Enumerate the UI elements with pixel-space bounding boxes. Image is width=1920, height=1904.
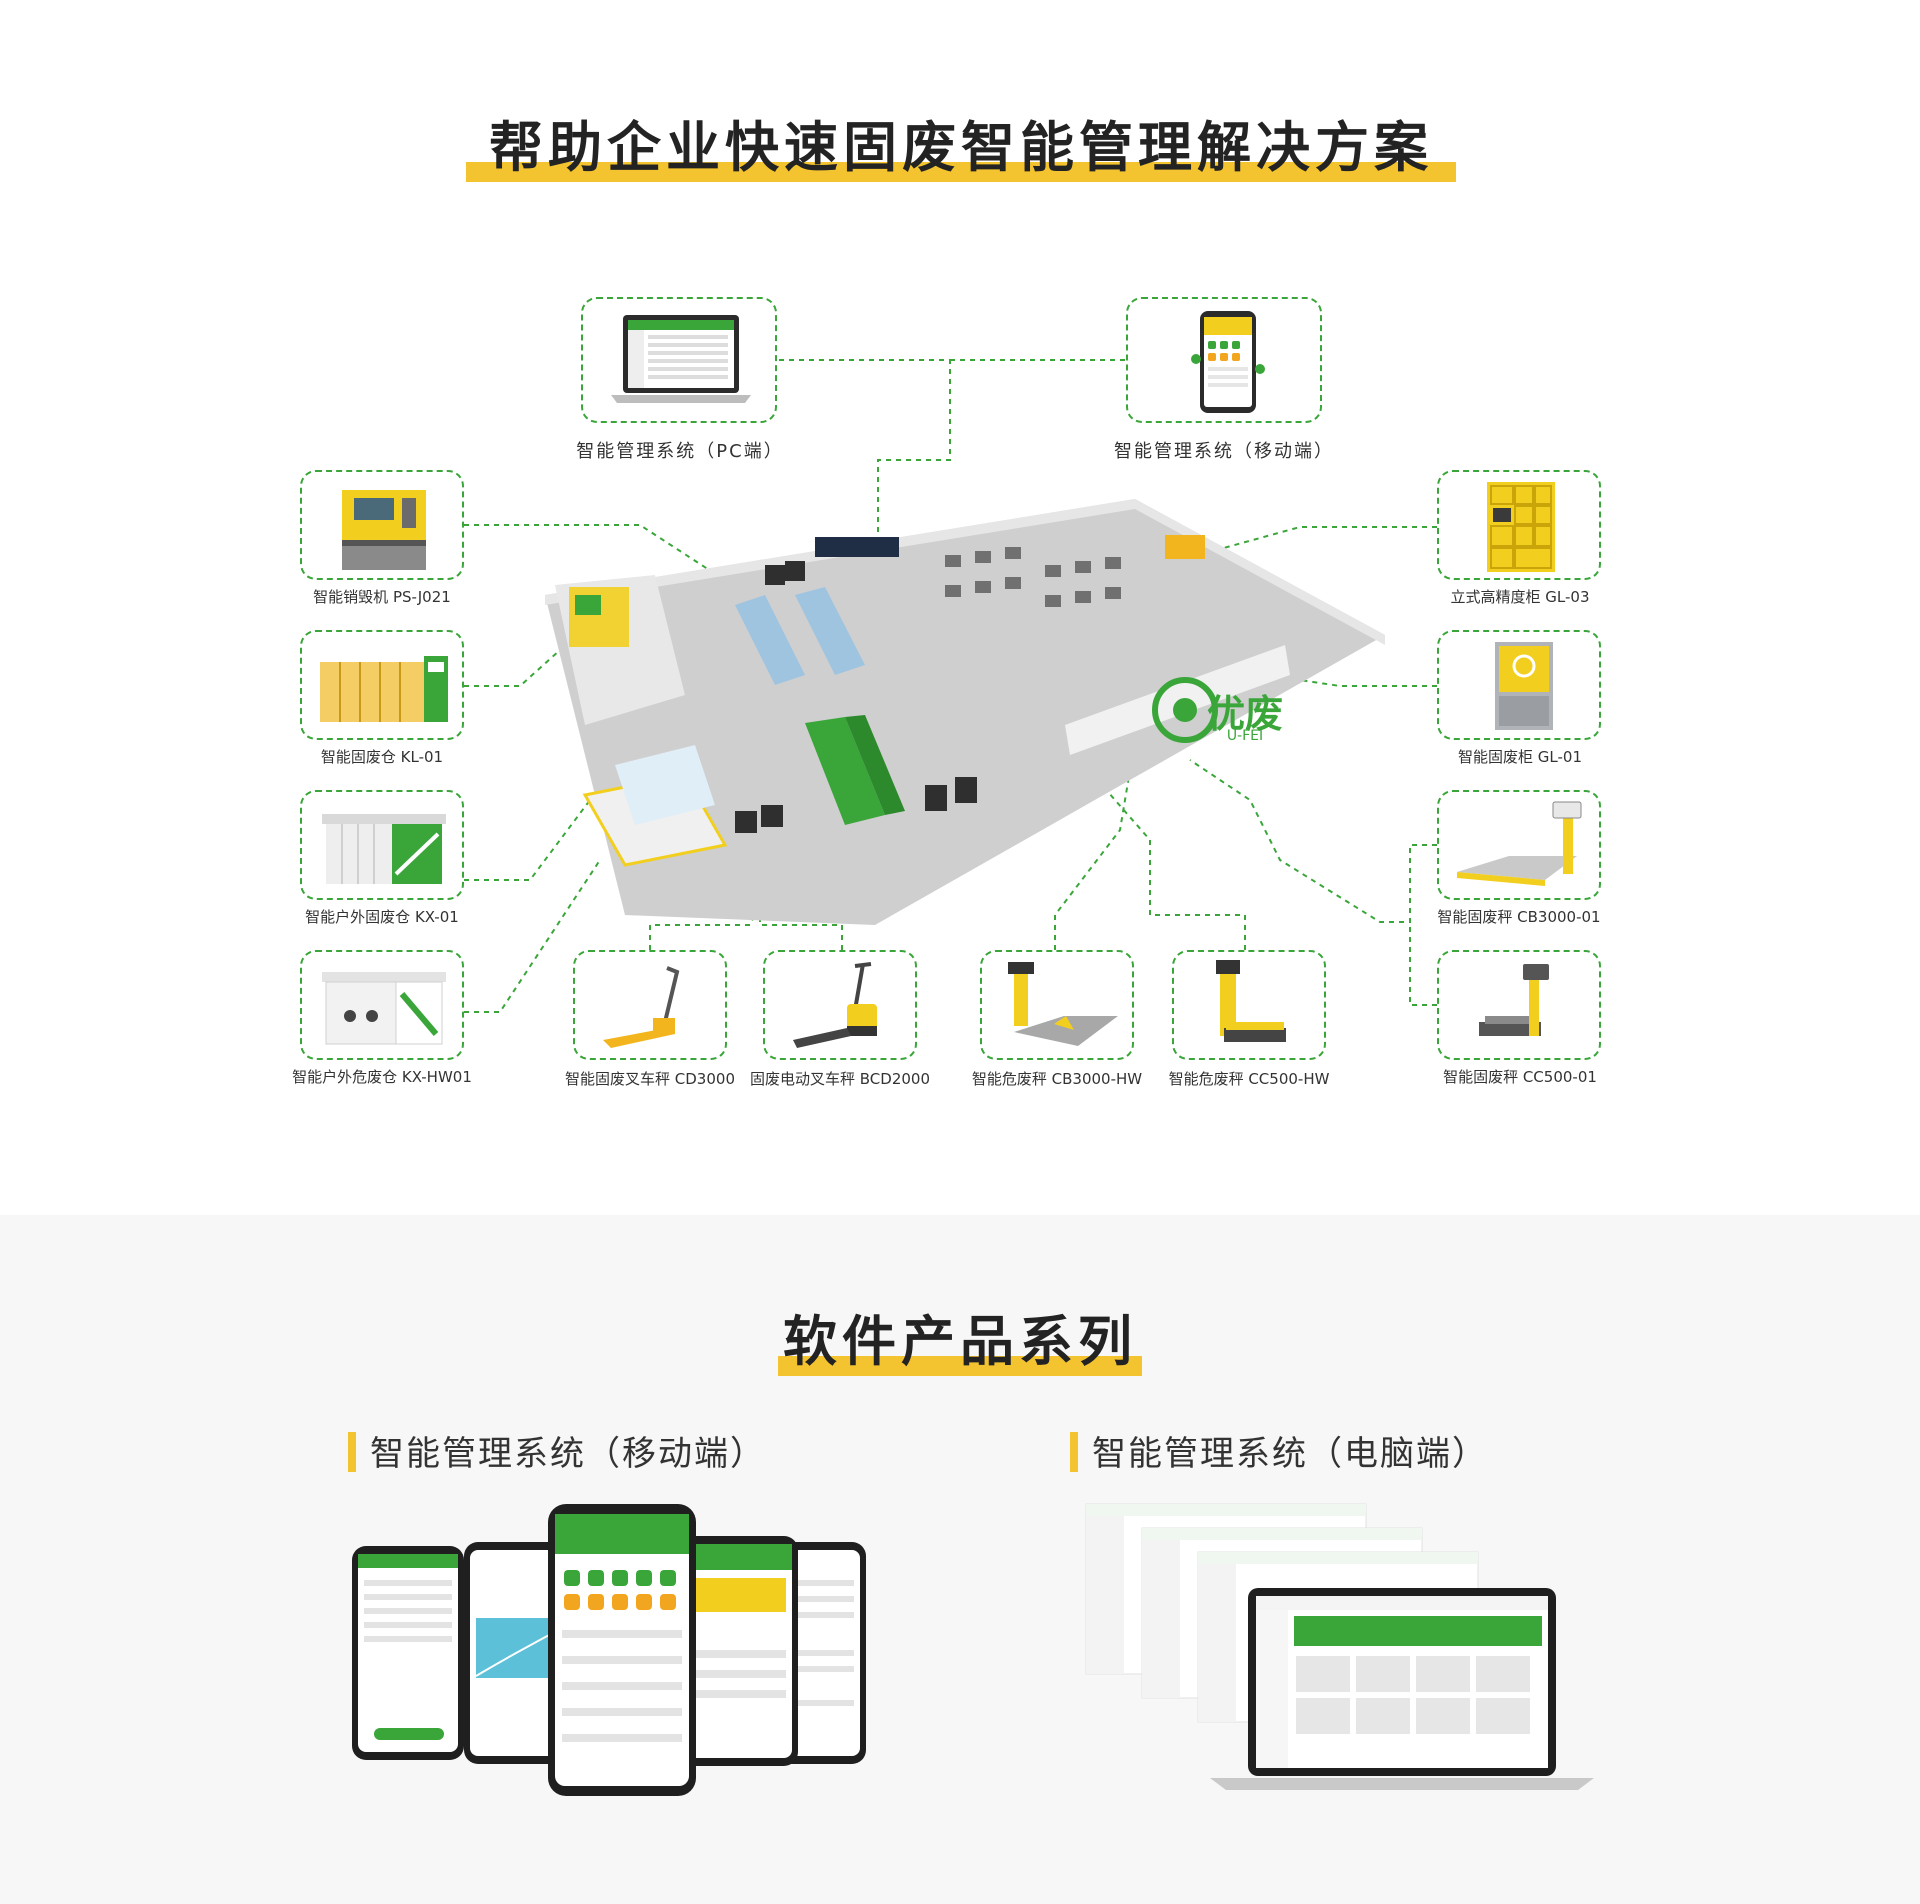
device-card-cb300001[interactable] [1437,790,1601,900]
device-label-cb300001: 智能固废秤 CB3000-01 [1437,908,1601,926]
device-label-kx01: 智能户外固废仓 KX-01 [305,908,459,926]
laptop-icon [611,315,751,403]
locker-cabinet-icon [1487,482,1555,572]
device-label-gl01: 智能固废柜 GL-01 [1458,748,1582,766]
device-label-cb3000hw: 智能危废秤 CB3000-HW [971,1070,1143,1088]
software-title: 软件产品系列 [778,1306,1142,1378]
device-card-kx01[interactable] [300,790,464,900]
floor-logo-text: 优废 [1206,692,1283,736]
platform-scale-icon [1457,801,1582,886]
mobile-system-card[interactable] [1126,297,1322,423]
pc-app-screens [1085,1503,1594,1790]
device-card-kl01[interactable] [300,630,464,740]
device-card-cd3000[interactable] [573,950,727,1060]
device-card-cc50001[interactable] [1437,950,1601,1060]
mobile-app-screens [352,1504,866,1796]
device-label-gl03: 立式高精度柜 GL-03 [1450,588,1590,606]
waste-cabinet-icon [1495,642,1553,730]
hazard-platform-scale-icon [1008,962,1118,1046]
mobile-system-heading: 智能管理系统（移动端） [348,1426,766,1475]
hazard-bench-scale-icon [1216,960,1286,1042]
storage-cage-icon [320,656,448,722]
factory-floor-illustration [545,499,1385,925]
software-section [0,1215,1920,1904]
main-title: 帮助企业快速固废智能管理解决方案 [466,112,1456,184]
outdoor-container-icon [322,814,446,884]
pc-system-heading: 智能管理系统（电脑端） [1070,1426,1488,1475]
device-label-kxhw01: 智能户外危废仓 KX-HW01 [292,1068,472,1086]
mobile-system-label: 智能管理系统（移动端） [1114,441,1334,462]
phone-icon [1191,311,1265,413]
device-label-cc50001: 智能固废秤 CC500-01 [1443,1068,1597,1086]
device-card-kxhw01[interactable] [300,950,464,1060]
device-card-bcd2000[interactable] [763,950,917,1060]
device-label-ps-j021: 智能销毁机 PS-J021 [313,588,451,606]
device-card-cc500hw[interactable] [1172,950,1326,1060]
shredder-machine-icon [342,490,426,570]
device-card-cb3000hw[interactable] [980,950,1134,1060]
device-label-kl01: 智能固废仓 KL-01 [320,748,444,766]
pc-system-card[interactable] [581,297,777,423]
hand-pallet-truck-icon [603,966,680,1048]
bench-scale-icon [1479,964,1549,1036]
electric-forklift-scale-icon [793,962,877,1048]
hazardous-container-icon [322,972,446,1045]
device-label-bcd2000: 固废电动叉车秤 BCD2000 [750,1070,930,1088]
floor-logo-sub: U-FEI [1226,728,1264,744]
device-label-cd3000: 智能固废叉车秤 CD3000 [565,1070,735,1088]
device-card-gl01[interactable] [1437,630,1601,740]
pc-system-label: 智能管理系统（PC端） [576,441,784,462]
device-label-cc500hw: 智能危废秤 CC500-HW [1168,1070,1330,1088]
device-card-gl03[interactable] [1437,470,1601,580]
device-card-ps-j021[interactable] [300,470,464,580]
